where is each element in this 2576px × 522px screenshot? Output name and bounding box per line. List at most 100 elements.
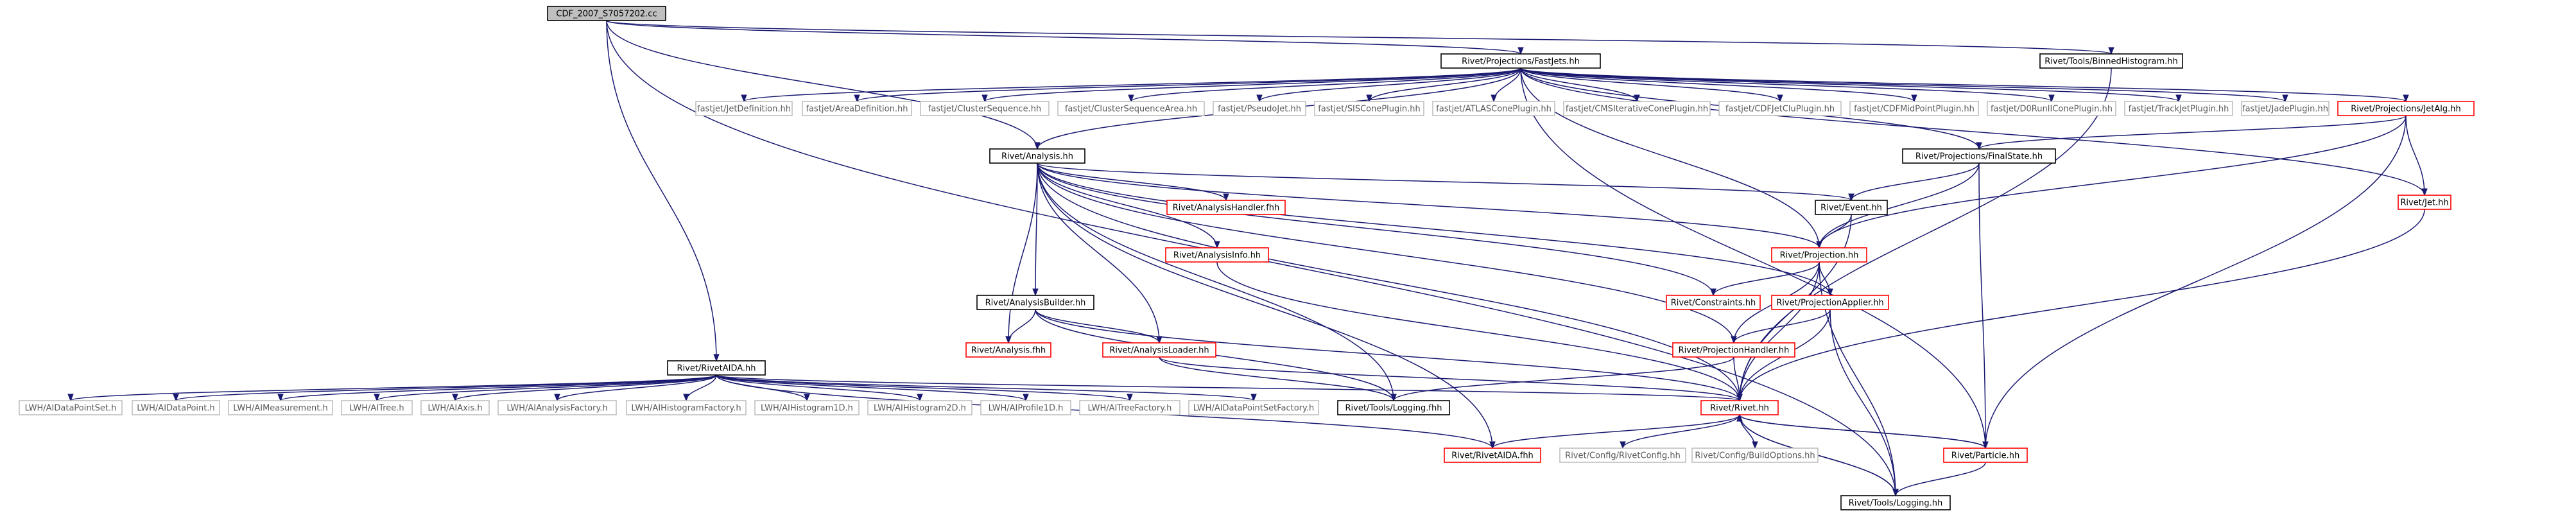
- node-box: [341, 400, 413, 415]
- node-box: [1771, 295, 1889, 310]
- node-constraints[interactable]: Rivet/Constraints.hh: [1666, 295, 1761, 310]
- node-box: [1102, 342, 1216, 358]
- node-lw_tree: LWH/AITree.h: [341, 400, 413, 415]
- edge-fastjets-to-fj_jetdef: [741, 67, 1521, 103]
- node-jet[interactable]: Rivet/Jet.hh: [2398, 195, 2451, 210]
- edge-fastjets-to-fj_clseqarea: [1128, 67, 1521, 103]
- node-rivetaidafhh[interactable]: Rivet/RivetAIDA.fhh: [1444, 448, 1541, 463]
- node-label: CDF_2007_S7057202.cc: [556, 10, 657, 19]
- node-abuilder[interactable]: Rivet/AnalysisBuilder.hh: [976, 295, 1094, 310]
- edge-analysis-to-ahandler: [1037, 162, 1229, 202]
- node-label: fastjet/AreaDefinition.hh: [806, 105, 908, 114]
- edge-analysis-to-rivethh: [1037, 162, 1743, 402]
- node-label: Rivet/Tools/Logging.hh: [1849, 499, 1942, 509]
- node-lw_hf: LWH/AIHistogramFactory.h: [626, 400, 747, 415]
- edge-rivetaida-to-lw_tree: [374, 374, 717, 402]
- node-binned[interactable]: Rivet/Tools/BinnedHistogram.hh: [2039, 53, 2183, 69]
- node-particle[interactable]: Rivet/Particle.hh: [1943, 448, 2028, 463]
- edge-finalstate-to-particle: [1978, 162, 1989, 449]
- node-box: [1943, 448, 2028, 463]
- node-toolslogfhh[interactable]: Rivet/Tools/Logging.fhh: [1337, 400, 1450, 415]
- node-finalstate[interactable]: Rivet/Projections/FinalState.hh: [1902, 148, 2056, 164]
- node-box: [1079, 400, 1180, 415]
- edge-rivetaida-to-lw_dp: [173, 374, 717, 402]
- edge-fastjets-to-particle: [1520, 67, 1989, 449]
- node-label: Rivet/Tools/Logging.fhh: [1345, 404, 1442, 413]
- node-lw_dp: LWH/AIDataPoint.h: [132, 400, 220, 415]
- edge-fastjets-to-fj_clseq: [981, 67, 1521, 103]
- edge-jetalg-to-finalstate: [1976, 115, 2407, 150]
- node-label: fastjet/ClusterSequenceArea.hh: [1065, 105, 1197, 114]
- node-event[interactable]: Rivet/Event.hh: [1815, 200, 1888, 215]
- edge-rivethh-to-rivetaidafhh: [1489, 414, 1740, 449]
- node-box: [1444, 448, 1541, 463]
- edge-fastjets-to-jetalg: [1520, 67, 2409, 103]
- node-analysis[interactable]: Rivet/Analysis.hh: [989, 148, 1085, 164]
- node-label: LWH/AITree.h: [349, 404, 404, 413]
- edge-analysis-to-afhh: [1005, 162, 1038, 344]
- edge-fastjets-to-projection: [1520, 67, 1822, 249]
- node-layer: CDF_2007_S7057202.ccRivet/Projections/Fa…: [19, 6, 2475, 510]
- node-box: [989, 148, 1085, 164]
- node-fj_jade: fastjet/JadePlugin.hh: [2241, 101, 2330, 116]
- node-root[interactable]: CDF_2007_S7057202.cc: [547, 6, 666, 21]
- edge-root-to-rivetaida: [606, 20, 720, 362]
- node-projection[interactable]: Rivet/Projection.hh: [1771, 247, 1867, 263]
- edge-root-to-analysis: [606, 20, 1041, 150]
- node-label: fastjet/PseudoJet.hh: [1218, 105, 1301, 114]
- node-aloader[interactable]: Rivet/AnalysisLoader.hh: [1102, 342, 1216, 358]
- edge-rivetaida-to-lw_meas: [277, 374, 717, 402]
- node-box: [2241, 101, 2330, 116]
- node-box: [802, 101, 912, 116]
- node-box: [1337, 400, 1450, 415]
- node-afhh[interactable]: Rivet/Analysis.fhh: [965, 342, 1051, 358]
- node-label: Rivet/Event.hh: [1820, 204, 1882, 213]
- node-fj_d0: fastjet/D0RunIIConePlugin.hh: [1987, 101, 2116, 116]
- node-label: LWH/AIAnalysisFactory.h: [506, 404, 607, 413]
- node-label: Rivet/AnalysisBuilder.hh: [985, 299, 1086, 308]
- edge-analysis-to-papplier: [1037, 162, 1833, 297]
- node-jetalg[interactable]: Rivet/Projections/JetAlg.hh: [2337, 101, 2475, 116]
- node-ahandler[interactable]: Rivet/AnalysisHandler.fhh: [1166, 200, 1286, 215]
- node-label: Rivet/Tools/BinnedHistogram.hh: [2044, 57, 2178, 67]
- node-box: [1666, 295, 1761, 310]
- node-box: [132, 400, 220, 415]
- edge-analysis-to-toolslogfhh: [1037, 162, 1397, 402]
- node-label: Rivet/Constraints.hh: [1671, 299, 1756, 308]
- node-phandler[interactable]: Rivet/ProjectionHandler.hh: [1672, 342, 1795, 358]
- node-toolslog[interactable]: Rivet/Tools/Logging.hh: [1840, 495, 1951, 510]
- node-label: Rivet/Jet.hh: [2400, 198, 2448, 208]
- edge-rivetaida-to-lw_dpsf: [716, 374, 1257, 402]
- node-label: fastjet/CMSIterativeConePlugin.hh: [1566, 105, 1708, 114]
- node-label: Rivet/Particle.hh: [1951, 451, 2019, 461]
- node-label: fastjet/D0RunIIConePlugin.hh: [1991, 105, 2113, 114]
- edge-fastjets-to-fj_siscone: [1366, 67, 1521, 103]
- node-label: fastjet/CDFMidPointPlugin.hh: [1854, 105, 1975, 114]
- node-box: [754, 400, 860, 415]
- node-ainfo[interactable]: Rivet/AnalysisInfo.hh: [1165, 247, 1269, 263]
- node-label: Rivet/RivetAIDA.fhh: [1451, 451, 1534, 461]
- edge-rivetaida-to-lw_p1: [716, 374, 1029, 402]
- node-label: Rivet/Projections/JetAlg.hh: [2351, 105, 2461, 114]
- node-box: [497, 400, 617, 415]
- node-label: LWH/AIAxis.h: [428, 404, 482, 413]
- node-label: Rivet/Projections/FinalState.hh: [1915, 152, 2043, 162]
- node-fj_pseudo: fastjet/PseudoJet.hh: [1213, 101, 1306, 116]
- node-buildopts: Rivet/Config/BuildOptions.hh: [1691, 448, 1819, 463]
- node-fastjets[interactable]: Rivet/Projections/FastJets.hh: [1440, 53, 1601, 69]
- node-rivetaida[interactable]: Rivet/RivetAIDA.hh: [667, 360, 766, 376]
- node-box: [547, 6, 666, 21]
- node-box: [1559, 448, 1686, 463]
- node-papplier[interactable]: Rivet/ProjectionApplier.hh: [1771, 295, 1889, 310]
- node-label: fastjet/CDFJetCluPlugin.hh: [1725, 105, 1835, 114]
- edge-finalstate-to-event: [1848, 162, 1980, 202]
- node-label: fastjet/ATLASConePlugin.hh: [1436, 105, 1552, 114]
- node-fj_cdfmid: fastjet/CDFMidPointPlugin.hh: [1849, 101, 1979, 116]
- node-rivethh[interactable]: Rivet/Rivet.hh: [1700, 400, 1779, 415]
- edge-phandler-to-toolslogfhh: [1390, 356, 1734, 402]
- node-box: [228, 400, 333, 415]
- node-lw_h1: LWH/AIHistogram1D.h: [754, 400, 860, 415]
- node-box: [1165, 247, 1269, 263]
- node-box: [626, 400, 747, 415]
- node-box: [976, 295, 1094, 310]
